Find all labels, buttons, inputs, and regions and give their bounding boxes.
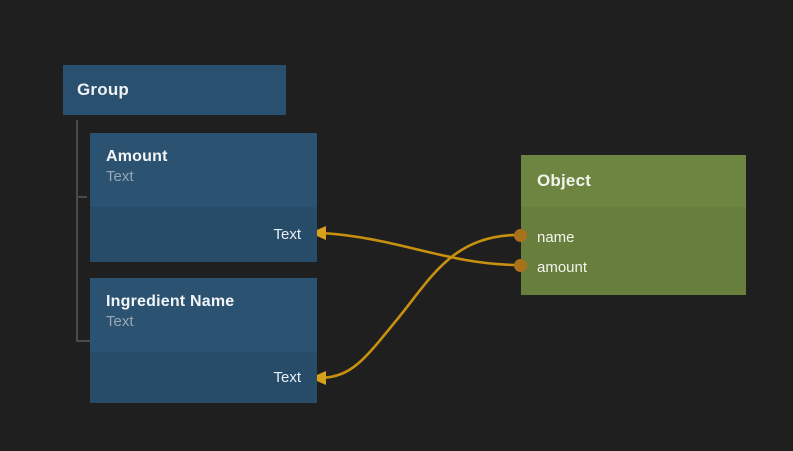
node-amount-title: Amount <box>106 148 168 165</box>
node-object-body[interactable]: name amount <box>521 207 746 295</box>
node-amount[interactable]: Amount Text Text <box>90 133 317 262</box>
node-ingredient-body[interactable]: Text <box>90 352 317 403</box>
node-ingredient-title: Ingredient Name <box>106 293 235 310</box>
node-object-field-name[interactable]: name <box>537 229 575 246</box>
group-header[interactable]: Group <box>63 65 286 115</box>
node-amount-body[interactable]: Text <box>90 207 317 262</box>
node-object-title: Object <box>537 171 592 190</box>
group-title: Group <box>77 80 129 99</box>
node-amount-header[interactable]: Amount Text <box>90 133 317 207</box>
node-amount-port-label: Text <box>273 226 301 243</box>
node-object-field-amount[interactable]: amount <box>537 259 588 276</box>
node-amount-subtitle: Text <box>106 168 134 185</box>
tree-stub-amount <box>76 196 87 198</box>
port-dot-name[interactable] <box>514 229 527 242</box>
node-ingredient-name[interactable]: Ingredient Name Text Text <box>90 278 317 403</box>
node-ingredient-subtitle: Text <box>106 313 134 330</box>
tree-stub-ingredient <box>76 340 92 342</box>
edge-name-to-ingredient-text <box>320 233 522 380</box>
edge-amount-to-amount-text <box>320 231 522 267</box>
port-dot-amount[interactable] <box>514 259 527 272</box>
node-object[interactable]: Object name amount <box>521 155 746 295</box>
tree-spine <box>76 120 78 342</box>
group-tree-bracket <box>76 120 94 342</box>
node-object-header[interactable]: Object <box>521 155 746 207</box>
node-ingredient-header[interactable]: Ingredient Name Text <box>90 278 317 352</box>
node-ingredient-port-label: Text <box>273 369 301 386</box>
